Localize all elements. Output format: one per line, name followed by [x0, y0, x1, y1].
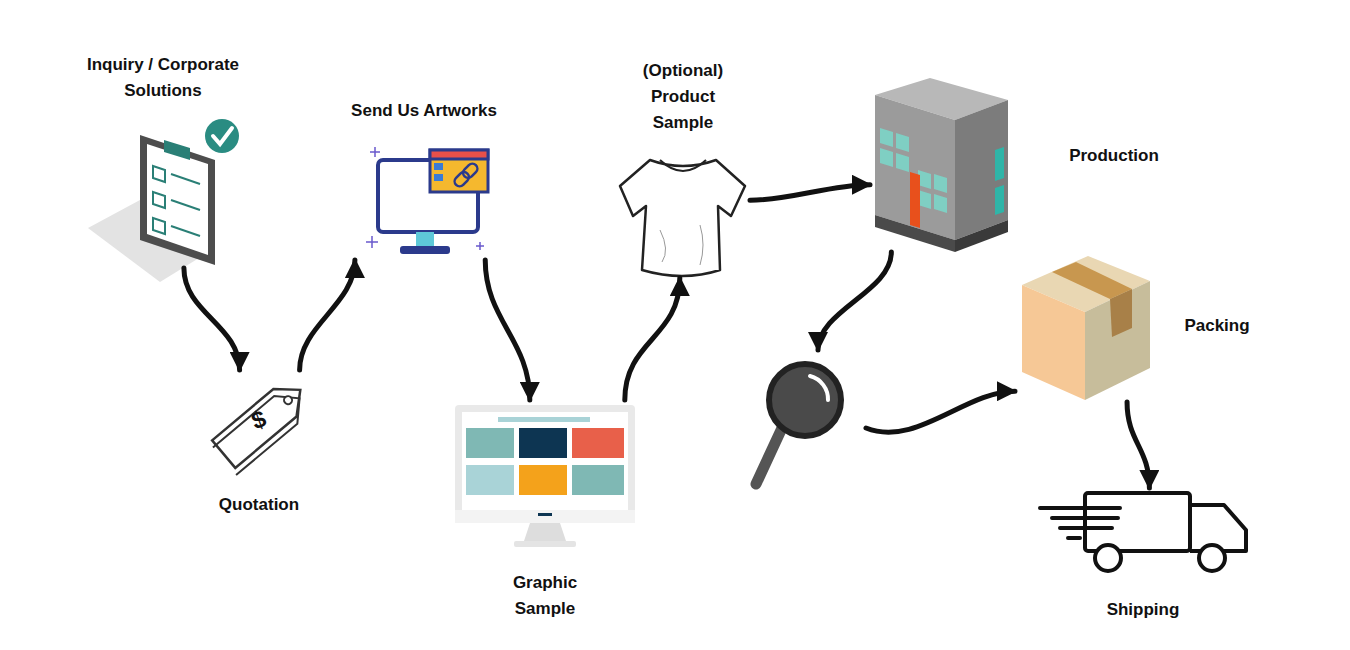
process-step: Inquiry / Corporate Solutions — [60, 50, 270, 268]
truck-icon — [1040, 493, 1246, 571]
flow-arrow — [300, 260, 355, 370]
flow-arrow — [1127, 402, 1149, 488]
step-label: Graphic Sample — [485, 570, 605, 622]
price-tag-icon — [209, 376, 316, 475]
flow-arrow-stroke — [184, 268, 240, 370]
flow-arrow — [818, 252, 1015, 432]
step-label: Production — [1055, 143, 1173, 169]
step-label: Shipping — [1078, 597, 1208, 623]
process-step: (Optional) Product Sample — [615, 56, 750, 278]
step-label: (Optional) Product Sample — [621, 58, 746, 136]
process-step: Production — [870, 75, 1175, 252]
process-step: Shipping — [1035, 488, 1255, 625]
flow-arrow — [625, 278, 680, 400]
flow-arrow-stroke — [750, 185, 870, 201]
flow-arrow-stroke — [866, 391, 1015, 432]
flow-arrow-stroke — [300, 260, 355, 370]
flow-arrow-stroke — [485, 260, 530, 400]
process-step: Send Us Artworks — [335, 98, 516, 260]
clipboard-icon — [88, 119, 239, 282]
process-step: Packing — [1015, 248, 1264, 402]
magnifier-icon — [756, 364, 841, 484]
monitor-icon — [455, 405, 635, 547]
step-label: Inquiry / Corporate Solutions — [61, 52, 266, 104]
flow-arrow-stroke — [818, 252, 891, 350]
price-symbol: $ — [248, 405, 270, 436]
t-shirt-icon — [620, 160, 745, 276]
monitor-icon — [366, 147, 488, 254]
step-label: Quotation — [200, 492, 318, 518]
step-label: Packing — [1172, 313, 1262, 339]
process-step: Graphic Sample — [450, 400, 640, 624]
flow-arrow — [485, 260, 530, 400]
factory-icon — [875, 78, 1008, 252]
flow-arrow-stroke — [625, 278, 680, 400]
flow-arrow — [184, 268, 240, 370]
step-label: Send Us Artworks — [334, 98, 514, 124]
parcel-icon — [1022, 256, 1150, 400]
process-step: Quotation — [200, 370, 320, 520]
flow-arrow-stroke — [1127, 402, 1149, 488]
flow-arrow — [750, 185, 870, 201]
